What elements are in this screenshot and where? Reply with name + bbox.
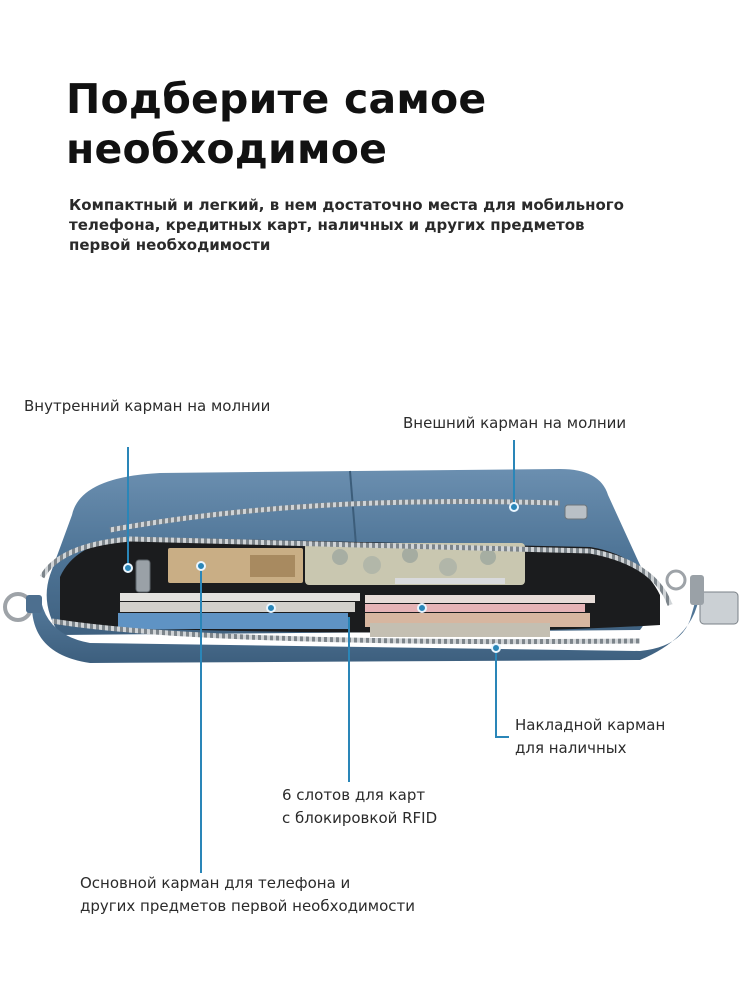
label-cash-pocket: Накладной карман для наличных	[515, 714, 665, 760]
label-main-line-1: Основной карман для телефона и	[80, 874, 351, 892]
label-inner-zip-pocket: Внутренний карман на молнии	[24, 397, 271, 415]
leader-inner-zip	[127, 447, 129, 567]
description-line-3: первой необходимости	[69, 236, 271, 254]
leader-cash	[495, 650, 497, 738]
leader-main	[200, 568, 202, 873]
marker-cards-1	[266, 603, 276, 613]
title-line-2: необходимое	[66, 125, 388, 173]
label-card-slots: 6 слотов для карт с блокировкой RFID	[282, 784, 437, 830]
description: Компактный и легкий, в нем достаточно ме…	[69, 195, 669, 255]
marker-cash	[491, 643, 501, 653]
description-line-2: телефона, кредитных карт, наличных и дру…	[69, 216, 585, 234]
label-main-pocket: Основной карман для телефона и других пр…	[80, 872, 415, 918]
label-cards-line-2: с блокировкой RFID	[282, 809, 438, 827]
label-cards-line-1: 6 слотов для карт	[282, 786, 426, 804]
label-cash-line-2: для наличных	[515, 739, 627, 757]
label-main-line-2: других предметов первой необходимости	[80, 897, 415, 915]
title-line-1: Подберите самое	[66, 75, 487, 123]
marker-main	[196, 561, 206, 571]
leader-cash-h	[495, 736, 509, 738]
leader-cards	[348, 617, 350, 782]
marker-cards-2	[417, 603, 427, 613]
label-cash-line-1: Накладной карман	[515, 716, 666, 734]
marker-inner-zip	[123, 563, 133, 573]
bag-photo	[3, 469, 739, 663]
marker-outer-zip	[509, 502, 519, 512]
leader-outer-zip	[513, 440, 515, 506]
page-title: Подберите самое необходимое	[66, 74, 706, 174]
description-line-1: Компактный и легкий, в нем достаточно ме…	[69, 196, 624, 214]
label-outer-zip-pocket: Внешний карман на молнии	[403, 414, 627, 432]
